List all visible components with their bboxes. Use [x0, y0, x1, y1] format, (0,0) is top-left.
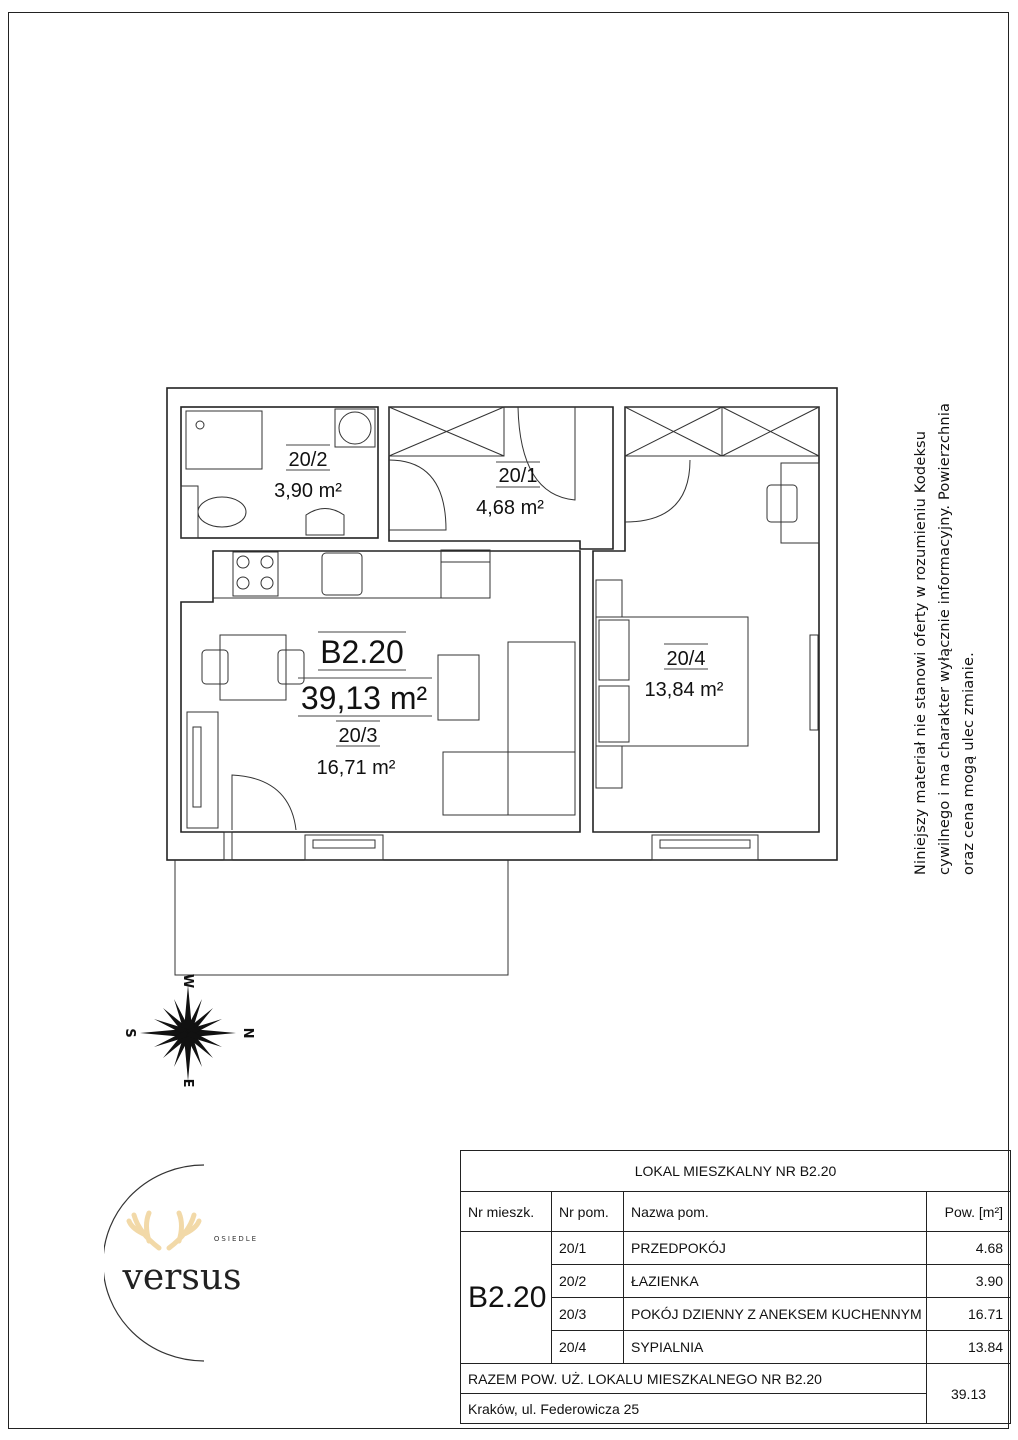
room-number: 20/1	[499, 465, 538, 487]
header-room-name: Nazwa pom.	[623, 1191, 927, 1232]
room-area: 4,68 m²	[476, 497, 544, 519]
sofa	[507, 641, 576, 816]
washing-machine	[334, 408, 376, 448]
room-no: 20/1	[551, 1231, 624, 1265]
unit-cell: B2.20	[460, 1231, 552, 1364]
room-area: 3.90	[925, 1264, 1012, 1298]
desk-chair	[766, 484, 798, 523]
room-name: PRZEDPOKÓJ	[623, 1231, 927, 1265]
balcony	[174, 860, 509, 976]
hall-door-arc	[388, 459, 447, 531]
compass-e: E	[180, 1079, 195, 1088]
unit-area: 39,13 m²	[301, 680, 428, 716]
disclaimer-line: Niniejszy materiał nie stanowi oferty w …	[913, 430, 929, 875]
total-area: 39.13	[925, 1363, 1012, 1424]
table-row: 20/2 ŁAZIENKA 3.90	[461, 1264, 1012, 1298]
room-number: 20/2	[289, 449, 328, 471]
logo-small-text: OSIEDLE	[214, 1235, 258, 1243]
fridge	[440, 549, 491, 599]
bedroom-door-arc	[624, 459, 691, 523]
desk	[780, 462, 820, 544]
window	[304, 834, 384, 861]
bathroom	[180, 406, 379, 539]
bed	[595, 616, 749, 747]
entrance-door-arc	[517, 406, 576, 501]
room-no: 20/2	[551, 1264, 624, 1298]
chair	[277, 649, 305, 685]
dining-table	[219, 634, 287, 701]
header-area: Pow. [m²]	[925, 1191, 1012, 1232]
toilet	[197, 496, 247, 528]
room-name: ŁAZIENKA	[623, 1264, 927, 1298]
room-area: 16.71	[925, 1297, 1012, 1331]
coffee-table	[437, 654, 480, 721]
room-no: 20/4	[551, 1330, 624, 1364]
compass-n: N	[240, 1028, 255, 1039]
room-area: 13.84	[925, 1330, 1012, 1364]
disclaimer: Niniejszy materiał nie stanowi oferty w …	[909, 385, 981, 875]
room-area: 4.68	[925, 1231, 1012, 1265]
disclaimer-line: oraz cena mogą ulec zmianie.	[961, 652, 977, 875]
disclaimer-line: cywilnego i ma charakter wyłącznie infor…	[937, 402, 953, 875]
versus-logo: OSIEDLE versus	[104, 1164, 258, 1362]
room-area: 13,84 m²	[645, 679, 724, 701]
shower	[185, 410, 263, 470]
table-title: LOKAL MIESZKALNY NR B2.20	[459, 1150, 1012, 1192]
room-name: POKÓJ DZIENNY Z ANEKSEM KUCHENNYM	[623, 1297, 927, 1331]
header-unit-no: Nr mieszk.	[460, 1191, 552, 1232]
shower-drain	[195, 420, 205, 430]
outer-wall	[166, 387, 838, 861]
living-room	[180, 550, 581, 833]
hall	[388, 406, 614, 550]
total-label: RAZEM POW. UŻ. LOKALU MIESZKALNEGO NR B2…	[460, 1363, 927, 1394]
page-border	[8, 12, 1009, 1429]
living-door-arc	[231, 774, 297, 831]
room-area: 16,71 m²	[317, 757, 396, 779]
room-name: SYPIALNIA	[623, 1330, 927, 1364]
antlers-icon	[126, 1210, 202, 1251]
compass-s: S	[122, 1028, 137, 1037]
nightstand	[595, 579, 623, 618]
room-area: 3,90 m²	[274, 480, 342, 502]
compass-w: W	[180, 974, 195, 988]
room-no: 20/3	[551, 1297, 624, 1331]
apartment-table: LOKAL MIESZKALNY NR B2.20 Nr mieszk. Nr …	[459, 1150, 1012, 1424]
table-row: B2.20 20/1 PRZEDPOKÓJ 4.68	[460, 1231, 1012, 1364]
logo-name: versus	[122, 1257, 242, 1298]
chair	[201, 649, 229, 685]
compass-rose-icon: W E S N	[122, 974, 255, 1088]
room-number: 20/3	[339, 725, 378, 747]
room-number: 20/4	[667, 648, 706, 670]
bathroom-sink	[305, 508, 345, 536]
hall-wardrobe	[388, 406, 505, 457]
unit-id: B2.20	[320, 634, 404, 670]
kitchen-sink	[321, 552, 363, 596]
wardrobe	[186, 711, 219, 829]
header-room-no: Nr pom.	[551, 1191, 624, 1232]
address: Kraków, ul. Federowicza 25	[460, 1393, 927, 1424]
table-row: 20/3 POKÓJ DZIENNY Z ANEKSEM KUCHENNYM 1…	[461, 1297, 1012, 1331]
window	[651, 834, 759, 861]
stove	[232, 551, 279, 597]
